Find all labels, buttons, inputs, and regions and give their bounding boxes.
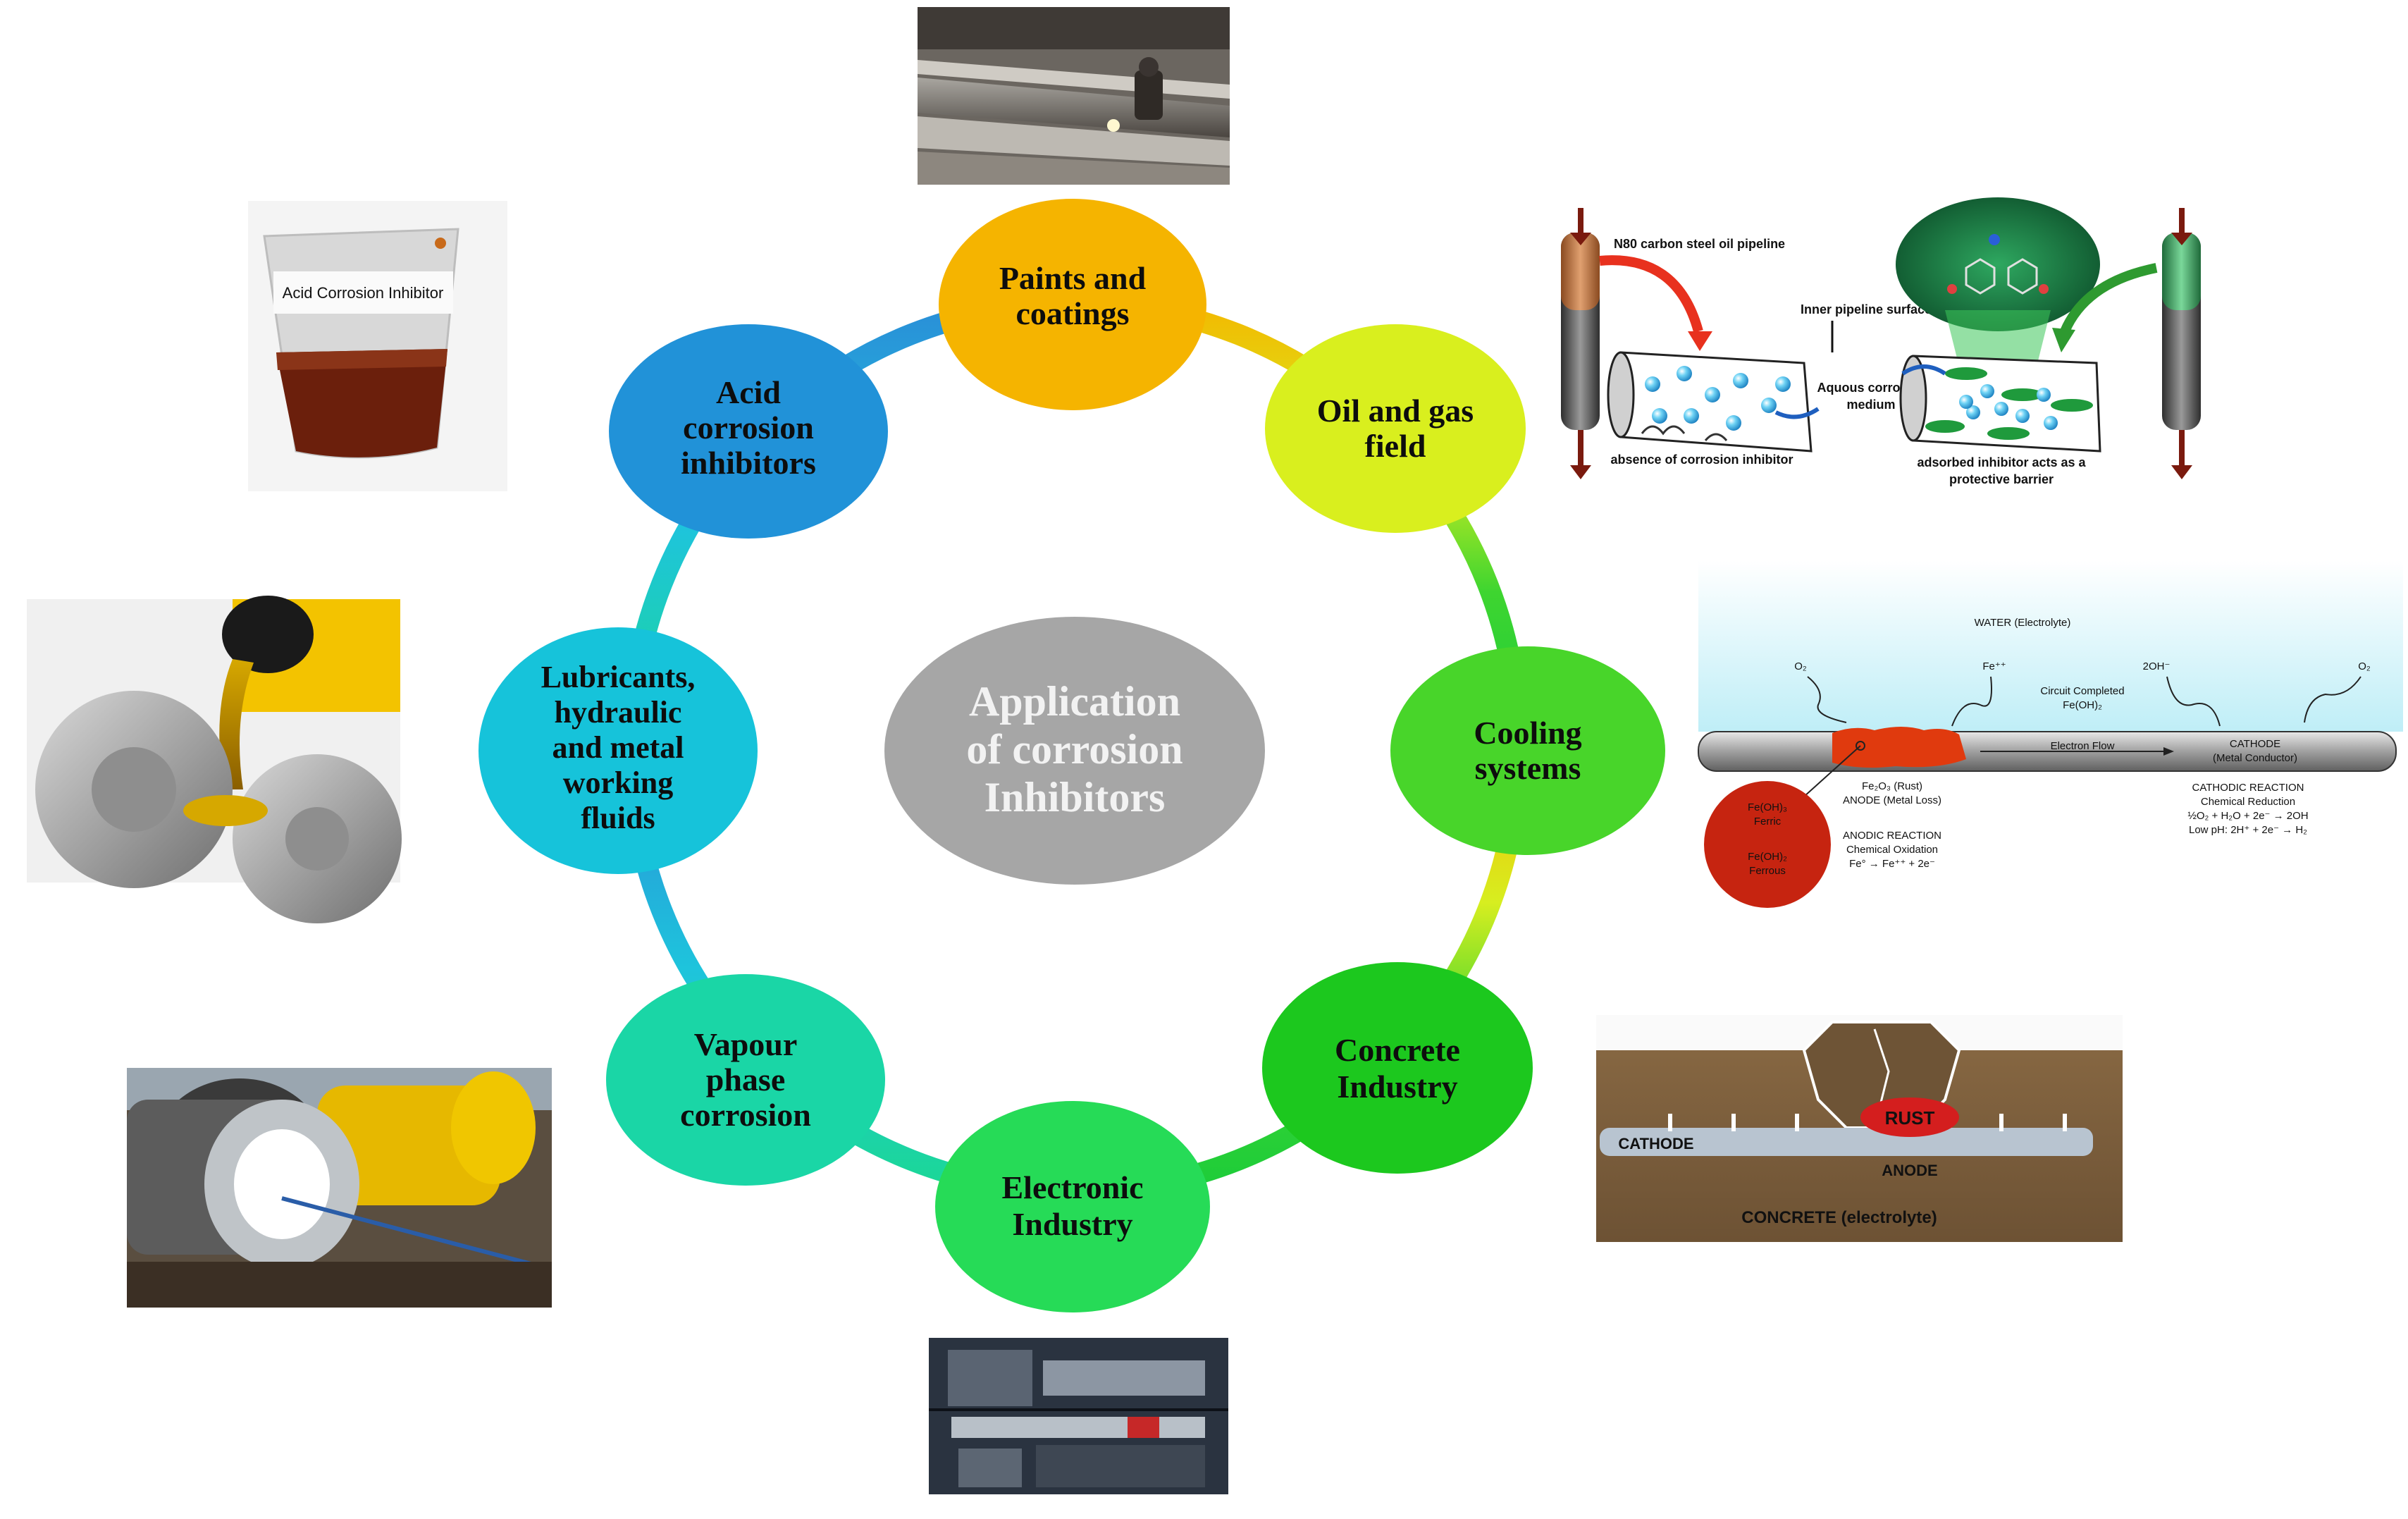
adsorbed-label-line2: protective barrier <box>1949 472 2054 486</box>
node-electronic-line2: Industry <box>1012 1206 1132 1242</box>
node-vapour-phase-corrosion: Vapour phase corrosion <box>606 974 885 1186</box>
concrete-electrolyte-label: CONCRETE (electrolyte) <box>1741 1208 1937 1227</box>
ferric-label: Ferric <box>1754 816 1782 828</box>
circuit-label-line1: Circuit Completed <box>2040 685 2124 697</box>
rust-anode-line1: Fe₂O₃ (Rust) <box>1862 780 1922 792</box>
node-paints-line1: Paints and <box>999 260 1147 296</box>
pipeline-title: N80 carbon steel oil pipeline <box>1614 237 1785 251</box>
node-acid-line3: inhibitors <box>681 445 816 481</box>
photo-vapour-pipes <box>127 1068 552 1308</box>
adsorbed-label-line1: adsorbed inhibitor acts as a <box>1917 455 2086 469</box>
cathodic-reaction-line1: CATHODIC REACTION <box>2192 782 2304 794</box>
node-oilgas-line1: Oil and gas <box>1317 393 1474 429</box>
inner-surface-label: Inner pipeline surface <box>1801 302 1932 316</box>
oh-ion-label: 2OH⁻ <box>2143 660 2171 672</box>
node-lubricants-line3: and metal <box>552 730 684 765</box>
node-acid-line2: corrosion <box>683 410 814 445</box>
rust-label: RUST <box>1885 1107 1935 1129</box>
electrochemical-corrosion-diagram: WATER (Electrolyte) O₂ Fe⁺⁺ 2OH⁻ O₂ Circ… <box>1698 560 2403 908</box>
beaker-label: Acid Corrosion Inhibitor <box>283 284 444 302</box>
node-electronic-line1: Electronic <box>1002 1169 1144 1205</box>
node-vapour-line1: Vapour <box>694 1026 798 1062</box>
photo-steel-coating <box>918 7 1230 185</box>
o2-right-label: O₂ <box>2358 660 2371 672</box>
node-vapour-line3: corrosion <box>680 1097 811 1133</box>
node-acid-line1: Acid <box>716 374 781 410</box>
node-concrete-industry: Concrete Industry <box>1262 962 1533 1174</box>
node-electronic-industry: Electronic Industry <box>935 1101 1210 1312</box>
o2-left-label: O₂ <box>1794 660 1807 672</box>
anodic-reaction-line2: Chemical Oxidation <box>1846 844 1938 856</box>
pipeline-inhibitor-diagram: N80 carbon steel oil pipeline absence of… <box>1561 197 2201 486</box>
center-title-line2: of corrosion <box>966 726 1183 773</box>
node-lubricants-line4: working <box>563 765 673 800</box>
photo-concrete-rebar: RUST ANODE CATHODE CONCRETE (electrolyte… <box>1596 1015 2123 1242</box>
node-lubricants-line1: Lubricants, <box>541 660 696 694</box>
node-lubricants-line5: fluids <box>581 801 655 835</box>
center-node: Application of corrosion Inhibitors <box>884 617 1265 885</box>
node-paints-line2: coatings <box>1016 295 1130 331</box>
node-oilgas-line2: field <box>1365 428 1426 464</box>
electron-flow-label: Electron Flow <box>2051 740 2115 752</box>
node-cooling-line1: Cooling <box>1474 715 1581 751</box>
water-label: WATER (Electrolyte) <box>1975 617 2071 629</box>
ferrous-formula: Fe(OH)₂ <box>1748 851 1787 863</box>
node-acid-corrosion-inhibitors: Acid corrosion inhibitors <box>609 324 888 539</box>
node-concrete-line2: Industry <box>1337 1069 1457 1105</box>
node-cooling-line2: systems <box>1475 750 1581 786</box>
anodic-reaction-line3: Fe° → Fe⁺⁺ + 2e⁻ <box>1849 858 1935 870</box>
cathode-label-line1: CATHODE <box>2230 738 2280 750</box>
cathodic-reaction-line3: ½O₂ + H₂O + 2e⁻ → 2OH <box>2187 810 2308 822</box>
node-cooling-systems: Cooling systems <box>1390 646 1665 855</box>
rust-anode-line2: ANODE (Metal Loss) <box>1843 794 1941 806</box>
medium-label-line1: Aquous corrosive <box>1817 381 1925 395</box>
center-title-line3: Inhibitors <box>984 774 1166 820</box>
anodic-reaction-line1: ANODIC REACTION <box>1843 830 1941 842</box>
photo-acid-inhibitor-beaker: Acid Corrosion Inhibitor <box>248 201 507 491</box>
ferrous-label: Ferrous <box>1749 865 1786 877</box>
node-concrete-line1: Concrete <box>1335 1032 1460 1068</box>
absence-label: absence of corrosion inhibitor <box>1610 453 1793 467</box>
photo-lubricant-gears <box>27 596 402 923</box>
cathodic-reaction-line4: Low pH: 2H⁺ + 2e⁻ → H₂ <box>2189 824 2307 836</box>
cathode-label-line2: (Metal Conductor) <box>2213 752 2297 764</box>
circuit-label-line2: Fe(OH)₂ <box>2063 699 2102 711</box>
node-vapour-line2: phase <box>706 1062 785 1097</box>
node-oil-and-gas-field: Oil and gas field <box>1265 324 1526 533</box>
cathodic-reaction-line2: Chemical Reduction <box>2201 796 2295 808</box>
photo-electronics <box>929 1338 1228 1494</box>
node-paints-and-coatings: Paints and coatings <box>939 199 1206 410</box>
fe-ion-label: Fe⁺⁺ <box>1982 660 2006 672</box>
anode-label: ANODE <box>1882 1162 1937 1179</box>
node-lubricants-line2: hydraulic <box>555 695 682 730</box>
node-lubricants-hydraulic-fluids: Lubricants, hydraulic and metal working … <box>478 627 758 874</box>
cathode-label: CATHODE <box>1618 1135 1693 1152</box>
ferric-formula: Fe(OH)₃ <box>1748 801 1787 813</box>
center-title-line1: Application <box>969 678 1180 725</box>
medium-label-line2: medium <box>1846 398 1895 412</box>
